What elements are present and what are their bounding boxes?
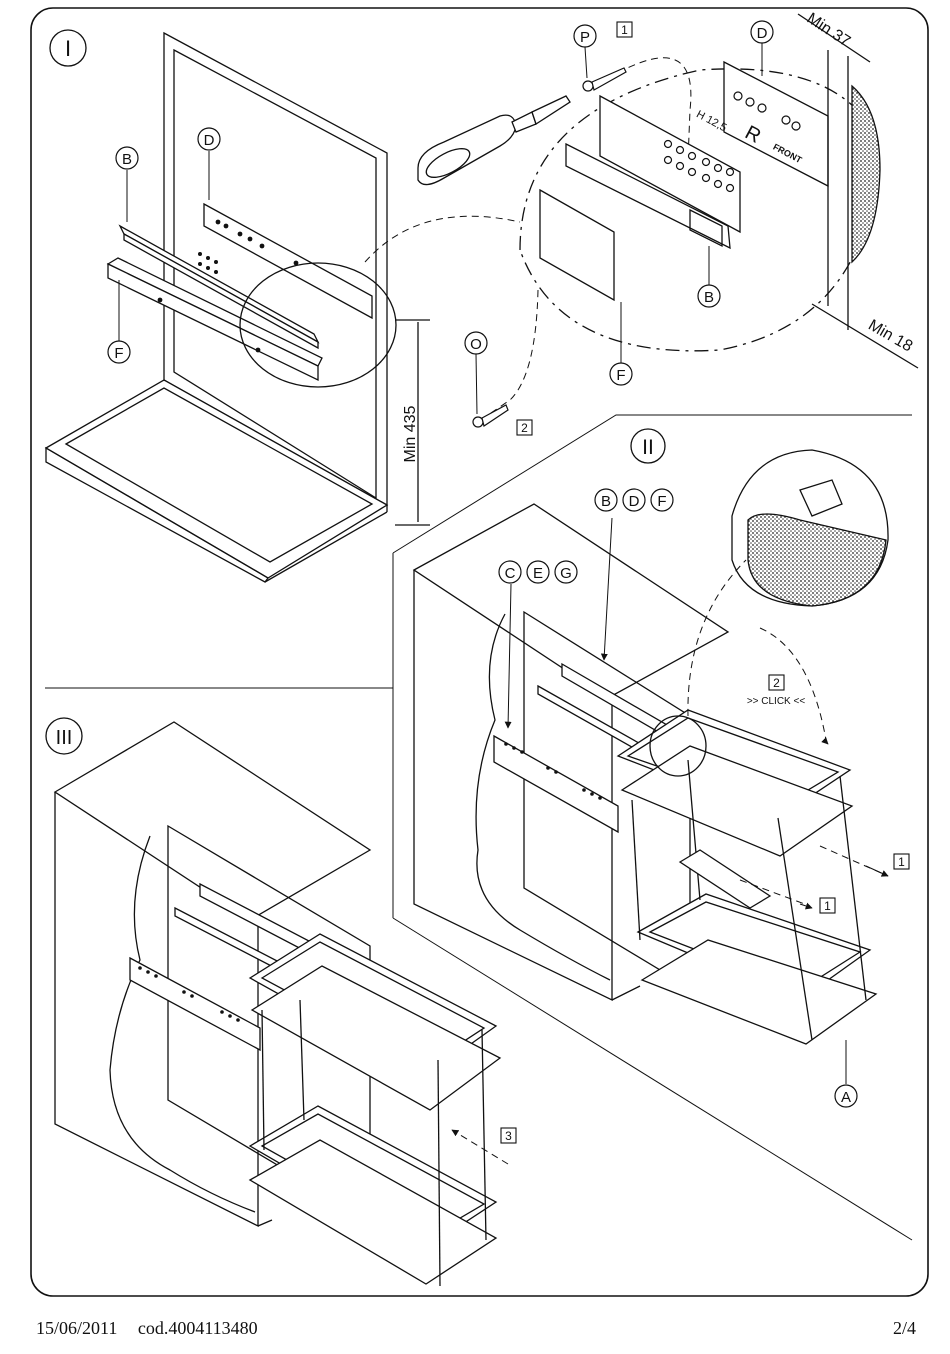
callout-box-arrow3: 3 [501,1128,516,1143]
screwdriver-icon [418,96,570,185]
svg-text:A: A [841,1089,851,1106]
step-one-badge: I [50,30,86,66]
callout-box-screw-p: 1 [617,22,632,37]
step-three-arrows [452,1130,508,1164]
svg-text:B: B [704,289,714,306]
svg-text:D: D [629,493,640,510]
svg-text:I: I [65,36,71,61]
part-label-f-1: F [108,341,130,363]
footer-page-number: 2/4 [893,1318,916,1339]
part-label-p: P [574,25,596,47]
svg-text:II: II [642,436,654,459]
part-label-o: O [465,332,487,354]
svg-text:F: F [114,345,123,362]
screw-o-icon [473,405,508,427]
step-two-drawing [414,450,888,1044]
part-label-d-3: D [623,489,645,511]
rail-detail-magnified [520,14,918,368]
svg-text:1: 1 [898,855,905,869]
part-label-e: E [527,561,549,583]
svg-text:O: O [470,336,482,353]
part-label-b-2: B [698,285,720,307]
svg-text:3: 3 [505,1129,512,1143]
svg-text:1: 1 [824,899,831,913]
callout-box-screw-o: 2 [517,420,532,435]
footer-date: 15/06/2011 [36,1318,117,1338]
dimension-min-37: Min 37 [804,10,854,50]
dimension-min-435: Min 435 [402,405,419,462]
screw-p-icon [583,68,626,91]
svg-text:G: G [560,565,572,582]
svg-text:P: P [580,29,590,46]
svg-text:1: 1 [621,23,628,37]
part-label-a: A [835,1085,857,1107]
svg-text:III: III [56,727,73,749]
svg-text:B: B [122,151,132,168]
step-one-drawing [46,33,430,582]
svg-text:E: E [533,565,543,582]
click-instruction: >> CLICK << [747,696,806,707]
svg-text:B: B [601,493,611,510]
svg-text:2: 2 [773,676,780,690]
part-label-b-1: B [116,147,138,169]
svg-text:F: F [616,367,625,384]
step-one-dashed-leaders [365,58,691,415]
callout-box-arrow1b: 1 [820,898,835,913]
svg-text:D: D [757,25,768,42]
callout-box-click: 2 [769,675,784,690]
part-label-d-2: D [751,21,773,43]
svg-text:2: 2 [521,421,528,435]
part-label-f-2: F [610,363,632,385]
part-label-d-1: D [198,128,220,150]
part-label-g: G [555,561,577,583]
part-label-c: C [499,561,521,583]
svg-text:C: C [505,565,516,582]
step-two-badge: II [631,429,665,463]
dimension-min-18: Min 18 [865,317,915,356]
step-three-drawing [55,722,500,1286]
footer-doc-info: 15/06/2011 cod.4004113480 [36,1318,258,1339]
callout-box-arrow1: 1 [894,854,909,869]
part-label-f-3: F [651,489,673,511]
part-label-b-3: B [595,489,617,511]
svg-text:D: D [204,132,215,149]
step-three-badge: III [46,718,82,754]
svg-text:F: F [657,493,666,510]
footer-code: cod.4004113480 [138,1318,258,1338]
